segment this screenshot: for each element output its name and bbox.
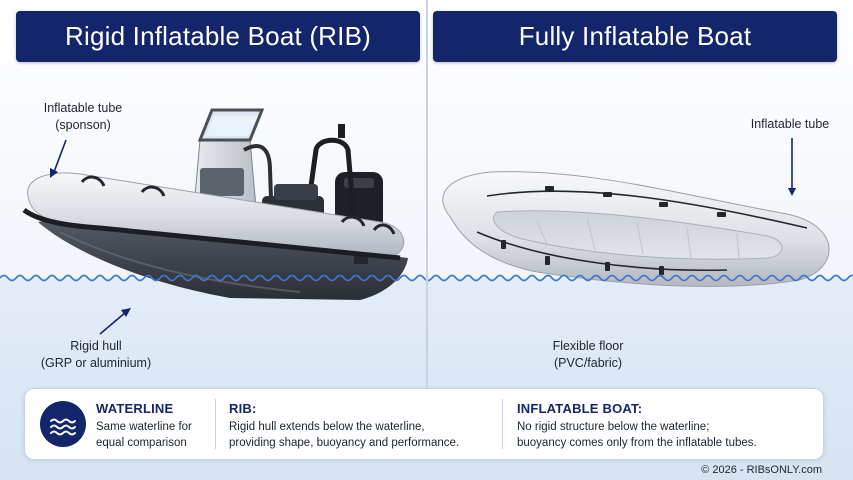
rib-info-title: RIB: xyxy=(229,401,257,416)
info-separator xyxy=(502,399,503,449)
inflatable-boat-illustration xyxy=(442,138,830,287)
info-box: WATERLINE Same waterline for equal compa… xyxy=(24,388,824,460)
waterline-info: WATERLINE Same waterline for equal compa… xyxy=(96,401,192,449)
inflatable-header: Fully Inflatable Boat xyxy=(433,11,837,62)
panel-divider xyxy=(426,0,428,388)
rib-hull-label: Rigid hull (GRP or aluminium) xyxy=(40,339,152,370)
copyright: © 2026 - RIBsONLY.com xyxy=(701,464,822,476)
roll-bar xyxy=(303,137,357,223)
rigid-hull xyxy=(38,218,408,300)
rib-header-title: Rigid Inflatable Boat (RIB) xyxy=(65,21,371,51)
waves-icon xyxy=(40,401,86,447)
inflatable-header-title: Fully Inflatable Boat xyxy=(518,21,752,51)
waterline xyxy=(0,274,853,282)
console-railing xyxy=(243,144,274,227)
rib-tube-label: Inflatable tube (sponson) xyxy=(43,101,123,132)
rib-header: Rigid Inflatable Boat (RIB) xyxy=(16,11,420,62)
inflatable-info: INFLATABLE BOAT: No rigid structure belo… xyxy=(517,401,757,449)
rib-boat-illustration xyxy=(22,108,408,335)
flexible-floor xyxy=(493,210,783,260)
rub-strake xyxy=(22,207,401,261)
flexible-floor-label: Flexible floor (PVC/fabric) xyxy=(552,339,624,370)
rib-info: RIB: Rigid hull extends below the waterl… xyxy=(229,401,460,449)
inflatable-info-title: INFLATABLE BOAT: xyxy=(517,401,643,416)
info-separator xyxy=(215,399,216,449)
inflatable-tube-label: Inflatable tube xyxy=(750,117,830,131)
waterline-title: WATERLINE xyxy=(96,401,174,416)
